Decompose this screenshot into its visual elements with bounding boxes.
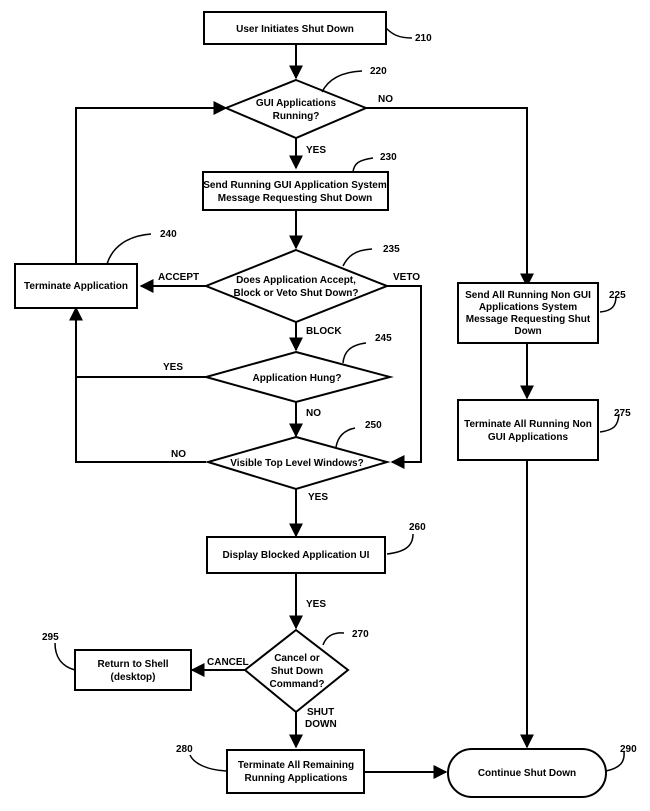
node-230-text-2: Message Requesting Shut Down <box>218 193 372 204</box>
node-250-text: Visible Top Level Windows? <box>230 458 363 469</box>
node-270-text-1: Cancel or <box>274 653 320 664</box>
node-210-user-initiates-shut-down: User Initiates Shut Down <box>203 11 387 45</box>
node-225-text-3: Message Requesting Shut <box>466 314 591 325</box>
node-245-text: Application Hung? <box>253 373 342 384</box>
node-225-send-non-gui-message: Send All Running Non GUI Applications Sy… <box>457 282 599 344</box>
node-220-text-1: GUI Applications <box>256 98 337 109</box>
label-245-yes: YES <box>163 362 183 373</box>
label-250-yes: YES <box>308 492 328 503</box>
label-270-down: DOWN <box>305 719 337 730</box>
node-270-text-3: Command? <box>270 679 325 690</box>
label-235-veto: VETO <box>393 272 420 283</box>
ref-280: 280 <box>176 744 193 755</box>
ref-225: 225 <box>609 290 626 301</box>
label-245-no: NO <box>306 408 321 419</box>
node-235-accept-block-veto: Does Application Accept, Block or Veto S… <box>203 248 390 324</box>
node-225-text-1: Send All Running Non GUI <box>465 290 591 301</box>
ref-290: 290 <box>620 744 637 755</box>
node-290-continue-shut-down: Continue Shut Down <box>447 748 607 798</box>
node-210-text: User Initiates Shut Down <box>236 24 354 35</box>
leader-290 <box>605 751 625 772</box>
node-270-text-2: Shut Down <box>271 666 323 677</box>
ref-210: 210 <box>415 33 432 44</box>
node-280-terminate-remaining: Terminate All Remaining Running Applicat… <box>226 749 365 794</box>
ref-235: 235 <box>383 244 400 255</box>
ref-240: 240 <box>160 229 177 240</box>
leader-220 <box>321 70 363 93</box>
label-250-no: NO <box>171 449 186 460</box>
leader-235 <box>342 248 373 267</box>
node-220-gui-applications-running: GUI Applications Running? <box>223 78 369 140</box>
ref-220: 220 <box>370 66 387 77</box>
label-270-cancel: CANCEL <box>207 657 249 668</box>
leader-210 <box>385 27 413 39</box>
leader-230 <box>352 157 374 173</box>
edge-250-240 <box>69 306 206 463</box>
node-280-text-1: Terminate All Remaining <box>238 760 354 771</box>
node-295-text-2: (desktop) <box>111 672 156 683</box>
node-275-terminate-non-gui: Terminate All Running Non GUI Applicatio… <box>457 399 599 461</box>
leader-275 <box>599 413 620 433</box>
node-295-text-1: Return to Shell <box>97 659 168 670</box>
label-235-accept: ACCEPT <box>158 272 199 283</box>
ref-230: 230 <box>380 152 397 163</box>
ref-275: 275 <box>614 408 631 419</box>
leader-240 <box>106 233 152 265</box>
node-235-text-2: Block or Veto Shut Down? <box>233 288 358 299</box>
edge-235-250 <box>386 285 422 469</box>
edge-220-225 <box>365 107 534 288</box>
leader-280 <box>189 754 227 772</box>
edge-240-220 <box>75 101 228 266</box>
label-260-yes: YES <box>306 599 326 610</box>
node-240-terminate-application: Terminate Application <box>14 263 138 309</box>
leader-245 <box>342 342 367 364</box>
node-250-visible-top-level-windows: Visible Top Level Windows? <box>204 435 391 491</box>
edge-labels: NO YES ACCEPT VETO BLOCK YES NO NO YES Y… <box>158 94 420 730</box>
ref-295: 295 <box>42 632 59 643</box>
node-245-application-hung: Application Hung? <box>202 350 394 404</box>
label-270-shut: SHUT <box>307 707 334 718</box>
label-220-yes: YES <box>306 145 326 156</box>
leader-250 <box>335 427 356 448</box>
node-225-text-2: Applications System <box>479 302 577 313</box>
ref-245: 245 <box>375 333 392 344</box>
node-270-cancel-or-shutdown: Cancel or Shut Down Command? <box>243 628 350 714</box>
reference-numerals: 210 220 230 235 240 245 250 225 275 260 … <box>42 27 637 772</box>
node-240-text: Terminate Application <box>24 281 128 292</box>
leader-225 <box>599 295 617 313</box>
node-220-text-2: Running? <box>273 111 320 122</box>
node-230-text-1: Send Running GUI Application System <box>203 180 387 191</box>
connectors <box>69 44 534 779</box>
ref-250: 250 <box>365 420 382 431</box>
node-230-send-gui-message: Send Running GUI Application System Mess… <box>202 171 389 211</box>
node-275-text-2: GUI Applications <box>488 432 569 443</box>
ref-260: 260 <box>409 522 426 533</box>
leader-295 <box>54 642 76 671</box>
node-290-text: Continue Shut Down <box>478 768 576 779</box>
node-260-text: Display Blocked Application UI <box>223 550 370 561</box>
node-295-return-to-shell: Return to Shell (desktop) <box>74 649 192 691</box>
leader-260 <box>386 533 414 555</box>
ref-270: 270 <box>352 629 369 640</box>
node-225-text-4: Down <box>514 326 541 337</box>
node-280-text-2: Running Applications <box>245 773 348 784</box>
node-260-display-blocked-ui: Display Blocked Application UI <box>206 536 386 574</box>
label-220-no: NO <box>378 94 393 105</box>
label-235-block: BLOCK <box>306 326 342 337</box>
leader-270 <box>322 632 345 646</box>
node-275-text-1: Terminate All Running Non <box>464 419 592 430</box>
node-235-text-1: Does Application Accept, <box>236 275 356 286</box>
